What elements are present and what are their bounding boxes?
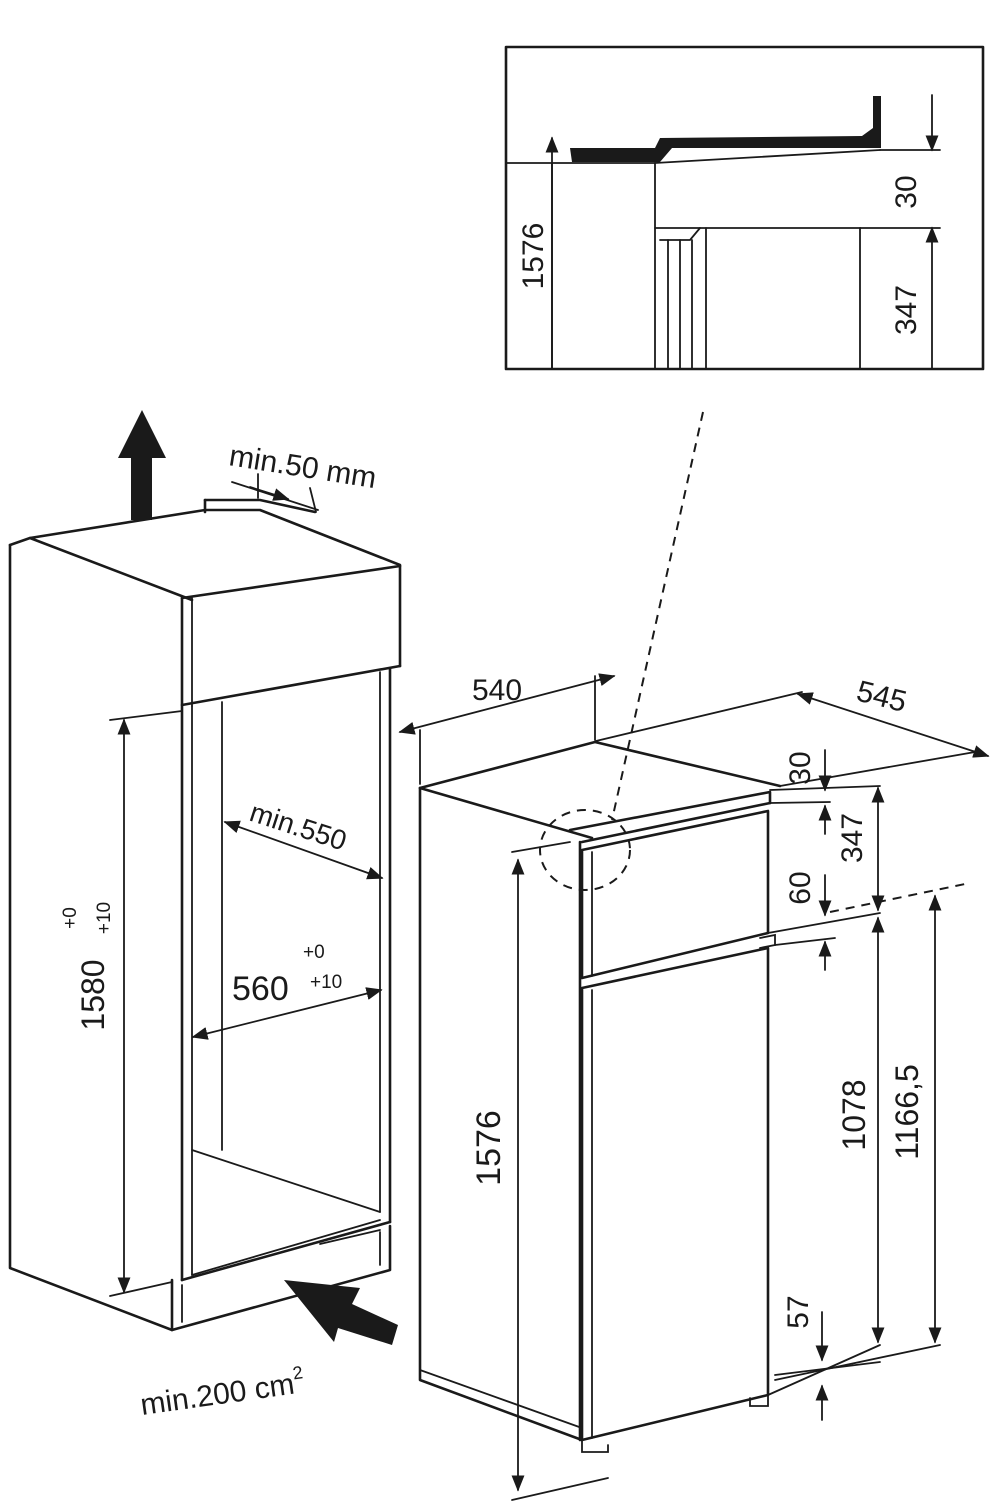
fridge-door-to-top-label: 1166,5 <box>889 1064 925 1160</box>
appliance-depth-label: 545 <box>853 675 910 719</box>
vent-up-arrow-icon <box>118 410 166 520</box>
appliance-width-dimension <box>398 673 616 735</box>
freezer-door-height-label: 347 <box>836 813 869 863</box>
niche-height-label: 1580 <box>75 959 111 1030</box>
appliance-depth-dimension <box>796 692 990 758</box>
detail-circle <box>539 809 631 891</box>
detail-freezer-height-label: 347 <box>890 285 923 335</box>
detail-inset: 1576 30 347 <box>504 45 985 371</box>
niche-width-tol-lower: +10 <box>310 972 342 993</box>
vent-bottom-arrow-icon <box>284 1280 398 1345</box>
fridge-door-height-label: 1078 <box>836 1079 872 1150</box>
detail-top-gap-label: 30 <box>890 175 923 208</box>
appliance <box>418 740 782 1453</box>
appliance-width-label: 540 <box>472 674 522 707</box>
appliance-height-label: 1576 <box>470 1110 508 1186</box>
niche-height-tol-upper: +0 <box>60 907 81 929</box>
vent-bottom-label: min.200 cm2 <box>138 1362 307 1422</box>
niche-cabinet <box>8 473 402 1332</box>
detail-height-label: 1576 <box>517 223 550 290</box>
bottom-gap-label: 57 <box>782 1295 815 1328</box>
freezer-top-gap-label: 30 <box>784 751 817 784</box>
detail-leader-line <box>611 411 704 821</box>
niche-height-tol-lower: +10 <box>94 902 115 934</box>
niche-width-label: 560 <box>232 970 289 1008</box>
niche-width-tol-upper: +0 <box>303 942 325 963</box>
door-gap-label: 60 <box>784 871 817 904</box>
niche-width-dimension <box>191 987 383 1040</box>
niche-depth-dimension <box>223 820 384 880</box>
